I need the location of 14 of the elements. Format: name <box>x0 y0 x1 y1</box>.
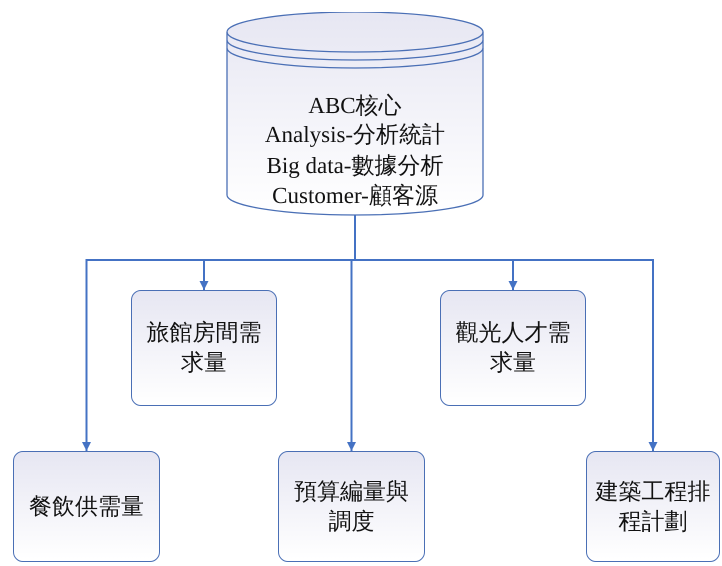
process-box <box>131 290 277 406</box>
box-label: 建築工程排程計劃 <box>594 478 712 536</box>
box-label: 觀光人才需求量 <box>454 319 572 377</box>
cylinder-label: Customer-顧客源 <box>271 182 439 210</box>
box-label: 餐飲供需量 <box>28 492 145 520</box>
box-label: 預算編量與調度 <box>293 478 410 536</box>
process-box <box>278 451 425 562</box>
box-label: 旅館房間需求量 <box>146 319 262 377</box>
cylinder-label: Big data-數據分析 <box>266 152 444 180</box>
cylinder-label: ABC核心 <box>307 92 403 120</box>
process-box <box>586 451 720 562</box>
process-box <box>440 290 586 406</box>
process-box <box>13 451 160 562</box>
cylinder-label: Analysis-分析統計 <box>264 121 446 149</box>
